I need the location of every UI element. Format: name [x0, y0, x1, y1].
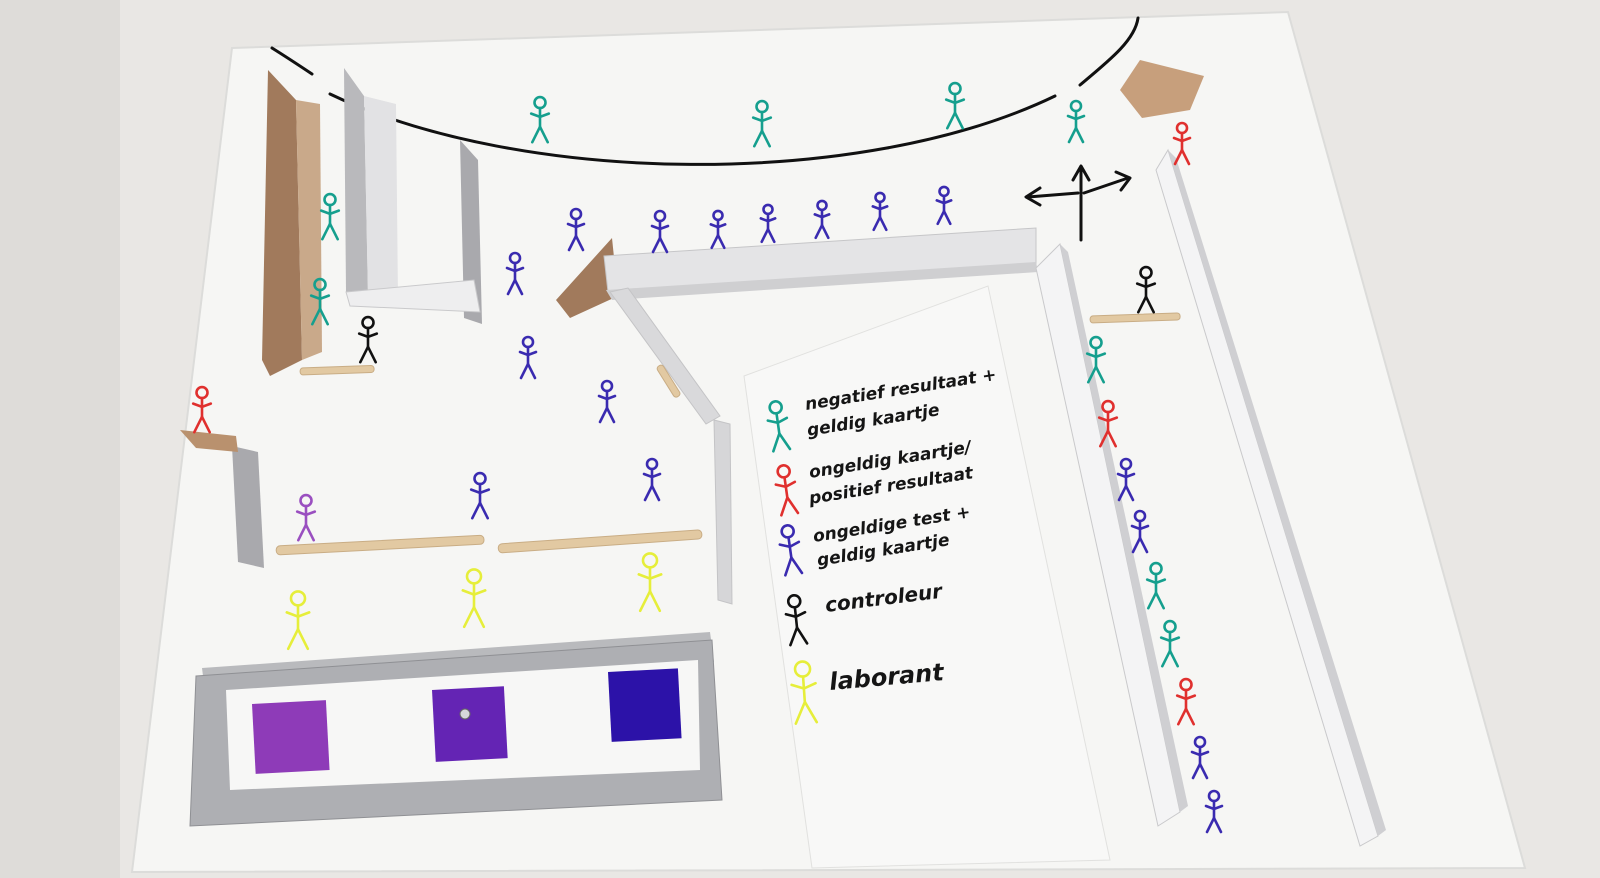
grey-wall-b [460, 140, 482, 324]
stick-bottom-right [497, 529, 703, 554]
arrow-right [1082, 170, 1132, 195]
blue-stick-figure-icon [871, 191, 889, 232]
green-stick-figure-icon [1066, 99, 1086, 144]
green-stick-figure-icon [529, 95, 551, 144]
red-stick-figure-icon [1097, 399, 1119, 448]
black-stick-figure-icon [357, 315, 379, 364]
stick-left-top [299, 365, 375, 376]
queue-curve [328, 92, 1057, 166]
vertical-wall-centre [713, 419, 733, 605]
corridor-wall-2-shadow [1168, 150, 1386, 836]
grey-wall-a-face [364, 96, 398, 300]
paint-square-indigo [608, 668, 682, 742]
blue-stick-figure-icon [650, 209, 670, 254]
green-stick-figure-icon [766, 400, 792, 453]
long-wall-top-base [606, 262, 1038, 300]
popsicle-barriers [275, 312, 1181, 556]
black-stick-figure-icon [784, 593, 809, 647]
blue-stick-figure-icon [1190, 735, 1210, 780]
yellow-stick-figure-icon [790, 660, 819, 725]
yellow-stick-figure-icon [461, 568, 487, 629]
red-stick-figure-icon [1175, 677, 1197, 726]
right-walls [1035, 60, 1386, 847]
grey-base-a [345, 279, 481, 313]
green-stick-figure-icon [1159, 619, 1181, 668]
cardboard-wall-left [262, 70, 302, 376]
right-arc [1078, 16, 1140, 87]
green-stick-figure-icon [309, 277, 331, 326]
arrow-up [1071, 164, 1091, 242]
black-stick-figure-icon [1135, 265, 1157, 314]
stick-figure [778, 524, 804, 577]
purple-stick-figure-icon [295, 493, 317, 542]
blue-stick-figure-icon [1116, 457, 1136, 502]
cardboard-corner-right [1120, 60, 1204, 118]
green-stick-figure-icon [751, 99, 773, 148]
blue-stick-figure-icon [709, 209, 727, 250]
direction-arrows [1024, 164, 1132, 242]
blue-stick-figure-icon [759, 203, 777, 244]
green-stick-figure-icon [944, 81, 966, 130]
green-stick-figure-icon [1085, 335, 1107, 384]
cardboard-wall-left-face [296, 100, 322, 360]
yellow-stick-figure-icon [285, 590, 311, 651]
blue-stick-figure-icon [469, 471, 491, 520]
grey-wall-c [232, 446, 264, 568]
centre-walls [556, 227, 1038, 605]
paint-square-magenta [251, 700, 330, 774]
corridor-wall-1-shadow [1060, 244, 1188, 812]
lab-box [189, 632, 723, 827]
diagonal-wall [609, 287, 721, 425]
stick-diagonal [656, 364, 681, 398]
arrow-left [1024, 186, 1080, 207]
stick-figure [790, 660, 819, 725]
marker-lines [270, 16, 1140, 166]
yellow-stick-figure-icon [637, 552, 663, 613]
legend-paper [743, 285, 1111, 869]
stick-bottom-left [275, 534, 485, 556]
grey-wall-a [344, 68, 368, 296]
blue-stick-figure-icon [566, 207, 586, 252]
green-stick-figure-icon [1145, 561, 1167, 610]
red-stick-figure-icon [1172, 121, 1192, 166]
blue-stick-figure-icon [518, 335, 538, 380]
green-stick-figure-icon [319, 192, 341, 241]
blue-stick-figure-icon [813, 199, 831, 240]
stick-corridor [1089, 312, 1181, 324]
table-shadow [0, 0, 120, 878]
blue-stick-figure-icon [1130, 509, 1150, 554]
stick-figure [766, 400, 792, 453]
paint-square-violet [432, 686, 508, 762]
blue-stick-figure-icon [505, 251, 525, 296]
blue-stick-figure-icon [778, 524, 804, 577]
blue-stick-figure-icon [597, 379, 617, 424]
blue-stick-figure-icon [935, 185, 953, 226]
stick-figures [191, 81, 1224, 834]
blue-stick-figure-icon [642, 457, 662, 502]
left-walls [180, 68, 482, 568]
lab-box-pin [459, 708, 471, 720]
cardboard-corner-left [180, 430, 238, 452]
red-stick-figure-icon [191, 385, 213, 434]
red-stick-figure-icon [774, 464, 800, 517]
blue-stick-figure-icon [1204, 789, 1224, 834]
stick-figure [774, 464, 800, 517]
cardboard-corner-centre [556, 238, 618, 318]
stick-figure [784, 593, 809, 647]
left-arc [270, 46, 314, 76]
